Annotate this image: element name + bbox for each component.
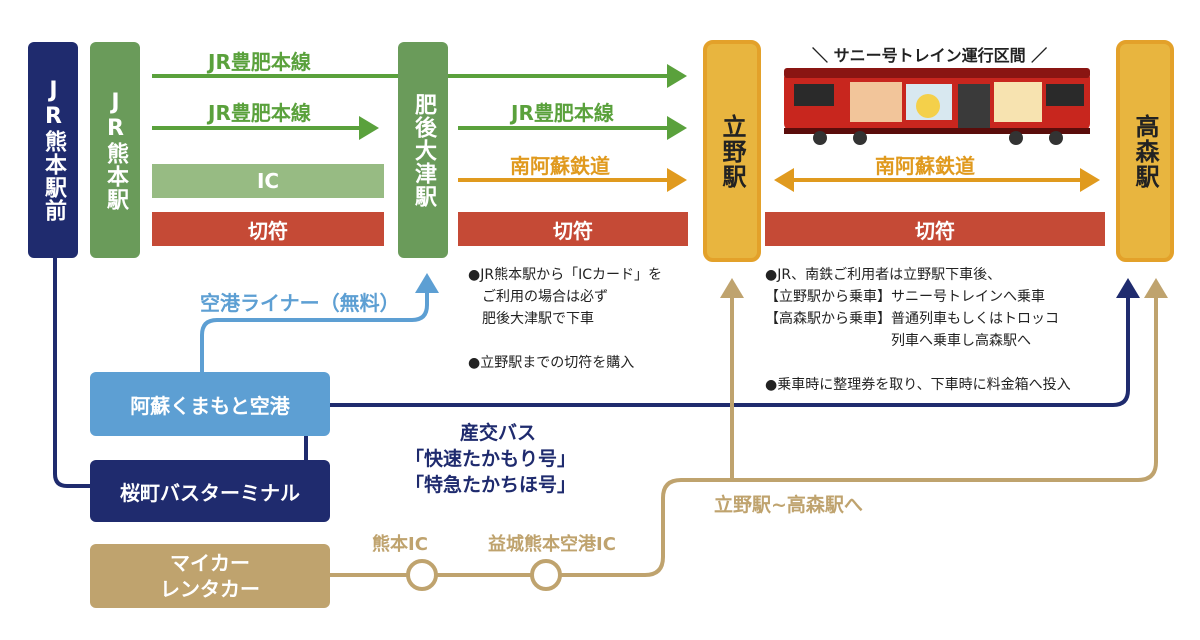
jr-line-label-ozu: JR豊肥本線 <box>511 101 614 125</box>
notes-higo-ozu: ●JR熊本駅から「ICカード」を ご利用の場合は必ず 肥後大津駅で下車 ●立野駅… <box>468 267 662 371</box>
airport-liner-label: 空港ライナー（無料） <box>200 291 400 315</box>
car-label-1: マイカー <box>170 551 250 575</box>
jr-line-label-mid: JR豊肥本線 <box>208 101 311 125</box>
bus-company-label: 産交バス <box>460 422 537 444</box>
bus-express-label: 「特急たかちほ号」 <box>405 474 577 496</box>
kumamoto-ic-circle <box>406 559 438 591</box>
navy-line-station-to-bus <box>53 258 92 488</box>
car-destination-label: 立野駅~高森駅へ <box>714 494 863 516</box>
car-box: マイカー レンタカー <box>90 544 330 608</box>
car-route-line <box>330 278 1168 577</box>
mashiki-ic-circle <box>530 559 562 591</box>
notes-tateno: ●JR、南鉄ご利用者は立野駅下車後、 【立野駅から乗車】サニー号トレインへ乗車 … <box>765 267 1071 393</box>
minamiaso-label-2: 南阿蘇鉄道 <box>875 154 975 178</box>
bus-rapid-label: 「快速たかもり号」 <box>405 448 577 470</box>
station-label: 高森駅 <box>1131 113 1159 189</box>
airport-liner-line <box>200 273 439 372</box>
airport-label: 阿蘇くまもと空港 <box>130 393 290 418</box>
airport-box: 阿蘇くまもと空港 <box>90 372 330 436</box>
ticket-bar-3: 切符 <box>765 212 1105 246</box>
train-icon <box>784 68 1090 145</box>
car-label-2: レンタカー <box>160 577 260 601</box>
kumamoto-ic-label: 熊本IC <box>372 534 428 555</box>
station-tateno: 立野駅 <box>703 40 761 262</box>
bus-terminal-box: 桜町バスターミナル <box>90 460 330 522</box>
station-label: 立野駅 <box>718 113 746 189</box>
ticket-bar-1: 切符 <box>152 212 384 246</box>
station-jr-kumamoto: JR熊本駅 <box>90 42 140 258</box>
station-label: 肥後大津駅 <box>411 92 436 208</box>
mashiki-ic-label: 益城熊本空港IC <box>488 534 616 555</box>
train-section-title: ＼ サニー号トレイン運行区間 ／ <box>812 46 1048 65</box>
bus-terminal-label: 桜町バスターミナル <box>120 480 300 505</box>
station-jr-kumamoto-mae: JR熊本駅前 <box>28 42 78 258</box>
station-higo-ozu: 肥後大津駅 <box>398 42 448 258</box>
ic-bar: IC <box>152 164 384 198</box>
minamiaso-label-1: 南阿蘇鉄道 <box>510 154 610 178</box>
station-label: JR熊本駅 <box>103 89 128 211</box>
station-label: JR熊本駅前 <box>41 78 66 222</box>
jr-line-label-top: JR豊肥本線 <box>208 50 311 74</box>
station-takamori: 高森駅 <box>1116 40 1174 262</box>
ticket-bar-2: 切符 <box>458 212 688 246</box>
